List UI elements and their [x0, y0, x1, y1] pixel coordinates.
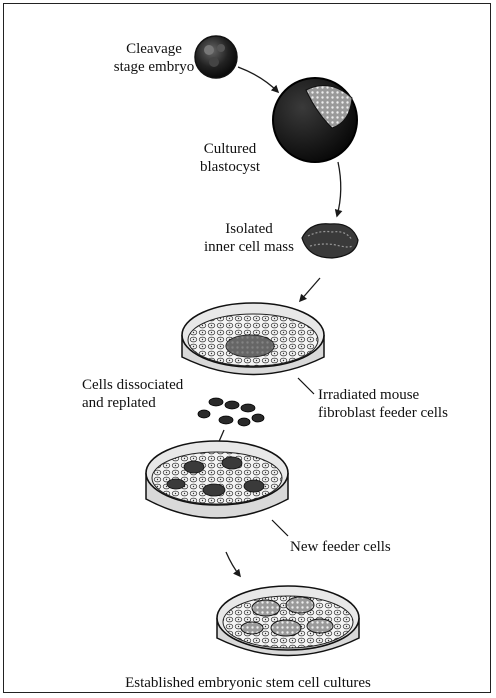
- label-blastocyst-line2: blastocyst: [180, 158, 280, 176]
- label-cleavage-line1: Cleavage: [104, 40, 204, 58]
- label-irradiated-line2: fibroblast feeder cells: [318, 404, 448, 422]
- label-blastocyst: Cultured blastocyst: [180, 140, 280, 176]
- culture-dish-1: [182, 303, 324, 375]
- label-irradiated-feeder: Irradiated mouse fibroblast feeder cells: [318, 386, 448, 422]
- pointer-irradiated: [298, 378, 314, 394]
- label-icm-line1: Isolated: [184, 220, 314, 238]
- arrow-5: [226, 552, 240, 576]
- label-cells-dissociated: Cells dissociated and replated: [82, 376, 183, 412]
- label-inner-cell-mass: Isolated inner cell mass: [184, 220, 314, 256]
- label-blastocyst-line1: Cultured: [180, 140, 280, 158]
- arrow-2: [337, 162, 341, 216]
- label-cleavage-embryo: Cleavage stage embryo: [104, 40, 204, 76]
- culture-dish-2: [146, 441, 288, 518]
- label-dissociated-line2: and replated: [82, 394, 183, 412]
- culture-dish-3: [217, 586, 359, 656]
- label-icm-line2: inner cell mass: [184, 238, 314, 256]
- label-established-cultures: Established embryonic stem cell cultures: [98, 674, 398, 692]
- label-cleavage-line2: stage embryo: [104, 58, 204, 76]
- blastocyst: [273, 78, 357, 162]
- pointer-new-feeder: [272, 520, 288, 536]
- label-dissociated-line1: Cells dissociated: [82, 376, 183, 394]
- label-irradiated-line1: Irradiated mouse: [318, 386, 448, 404]
- dissociated-cells: [198, 398, 264, 426]
- arrow-1: [238, 67, 278, 92]
- arrow-3: [300, 278, 320, 301]
- label-new-feeder-cells: New feeder cells: [290, 538, 391, 556]
